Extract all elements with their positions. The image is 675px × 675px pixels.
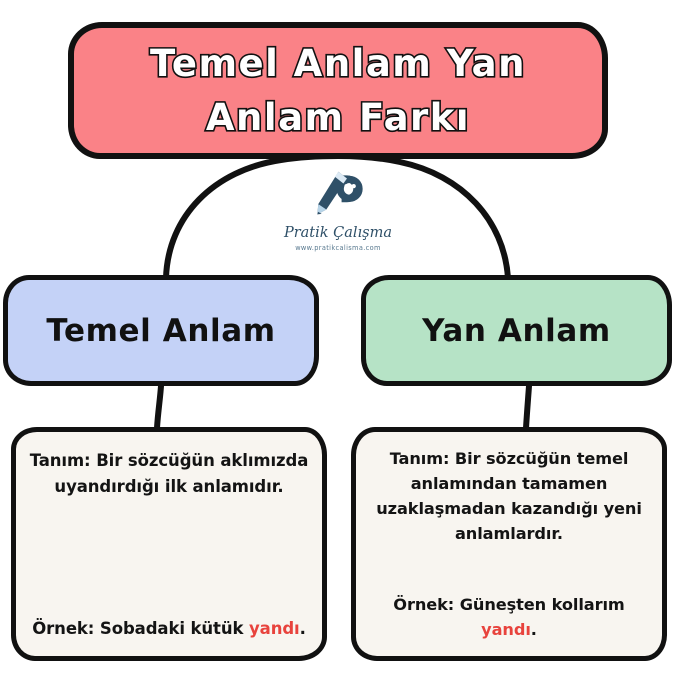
definition-text-temel-anlam: Tanım: Bir sözcüğün aklımızda uyandırdığ…	[29, 451, 309, 496]
example-suffix-temel-anlam: .	[299, 619, 306, 639]
example-highlight-temel-anlam: yandı	[249, 619, 300, 639]
example-text-temel-anlam: Örnek: Sobadaki kütük yandı.	[29, 616, 309, 648]
branch-label-temel-anlam: Temel Anlam	[46, 312, 276, 349]
page-title-line-1: Temel Anlam Yan	[148, 40, 526, 86]
diagram-title-box: Temel Anlam Yan Anlam Farkı	[68, 22, 608, 159]
example-prefix-temel-anlam: Örnek: Sobadaki kütük	[32, 619, 249, 639]
branch-label-yan-anlam: Yan Anlam	[422, 312, 611, 349]
description-content-temel-anlam: Tanım: Bir sözcüğün aklımızda uyandırdığ…	[16, 432, 322, 656]
page-title: Temel Anlam Yan Anlam Farkı	[132, 37, 544, 144]
branch-box-yan-anlam[interactable]: Yan Anlam	[361, 275, 672, 386]
description-box-temel-anlam: Tanım: Bir sözcüğün aklımızda uyandırdığ…	[11, 427, 327, 661]
description-box-yan-anlam: Tanım: Bir sözcüğün temel anlamından tam…	[351, 427, 667, 661]
example-highlight-yan-anlam: yandı	[481, 619, 531, 639]
branch-to-description-stem-left	[154, 383, 164, 431]
example-text-yan-anlam: Örnek: Güneşten kollarım yandı.	[369, 592, 649, 648]
pencil-p-logo-icon	[317, 171, 363, 215]
brand-logo: Pratik Çalışma www.pratikcalisma.com	[276, 170, 400, 266]
definition-text-yan-anlam: Tanım: Bir sözcüğün temel anlamından tam…	[376, 449, 642, 544]
branch-box-temel-anlam[interactable]: Temel Anlam	[3, 275, 319, 386]
logo-website-url: www.pratikcalisma.com	[295, 244, 381, 252]
example-prefix-yan-anlam: Örnek: Güneşten kollarım	[393, 594, 625, 614]
branch-to-description-stem-right	[523, 383, 532, 431]
logo-brand-name: Pratik Çalışma	[283, 225, 393, 241]
page-title-line-2: Anlam Farkı	[204, 94, 471, 140]
description-content-yan-anlam: Tanım: Bir sözcüğün temel anlamından tam…	[356, 432, 662, 656]
example-suffix-yan-anlam: .	[530, 619, 537, 639]
